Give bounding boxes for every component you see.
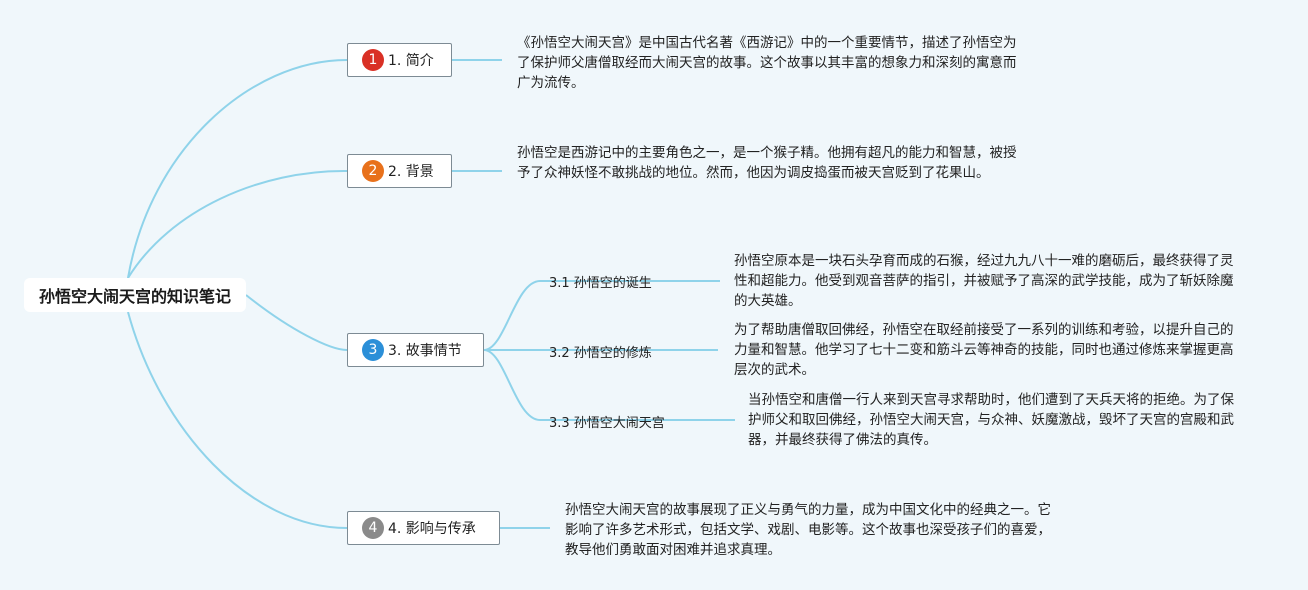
branch-plot[interactable]: 3 3. 故事情节 (347, 333, 484, 367)
subtopic-havoc[interactable]: 3.3 孙悟空大闹天宫 (549, 416, 665, 431)
subtopic-training[interactable]: 3.2 孙悟空的修炼 (549, 346, 652, 361)
connector-root-b3 (245, 294, 348, 351)
connector-b3-sub1 (483, 280, 720, 351)
root-topic-label: 孙悟空大闹天宫的知识笔记 (38, 287, 231, 306)
note-intro: 《孙悟空大闹天宫》是中国古代名著《西游记》中的一个重要情节，描述了孙悟空为了保护… (517, 35, 1017, 91)
note-havoc: 当孙悟空和唐僧一行人来到天宫寻求帮助时，他们遭到了天兵天将的拒绝。为了保护师父和… (748, 392, 1234, 448)
branch-influence[interactable]: 4 4. 影响与传承 (347, 511, 500, 545)
branch-label: 3. 故事情节 (388, 343, 462, 359)
number-badge-3-icon: 3 (362, 339, 384, 361)
number-badge-1-icon: 1 (362, 49, 384, 71)
connector-root-b1 (127, 59, 502, 279)
note-background: 孙悟空是西游记中的主要角色之一，是一个猴子精。他拥有超凡的能力和智慧，被授予了众… (517, 145, 1017, 181)
connector-b3-sub3 (483, 349, 735, 421)
branch-label: 2. 背景 (388, 164, 434, 180)
connector-root-b4 (127, 311, 550, 529)
branch-background[interactable]: 2 2. 背景 (347, 154, 452, 188)
branch-label: 1. 简介 (388, 53, 434, 69)
branch-label: 4. 影响与传承 (388, 521, 476, 537)
connector-root-b2 (127, 169, 502, 279)
subtopic-birth[interactable]: 3.1 孙悟空的诞生 (549, 276, 652, 291)
note-birth: 孙悟空原本是一块石头孕育而成的石猴，经过九九八十一难的磨砺后，最终获得了灵性和超… (734, 253, 1234, 309)
number-badge-4-icon: 4 (362, 517, 384, 539)
note-training: 为了帮助唐僧取回佛经，孙悟空在取经前接受了一系列的训练和考验，以提升自己的力量和… (734, 322, 1234, 378)
number-badge-2-icon: 2 (362, 160, 384, 182)
root-topic[interactable]: 孙悟空大闹天宫的知识笔记 (24, 278, 246, 312)
note-influence: 孙悟空大闹天宫的故事展现了正义与勇气的力量，成为中国文化中的经典之一。它影响了许… (565, 502, 1051, 558)
branch-intro[interactable]: 1 1. 简介 (347, 43, 452, 77)
